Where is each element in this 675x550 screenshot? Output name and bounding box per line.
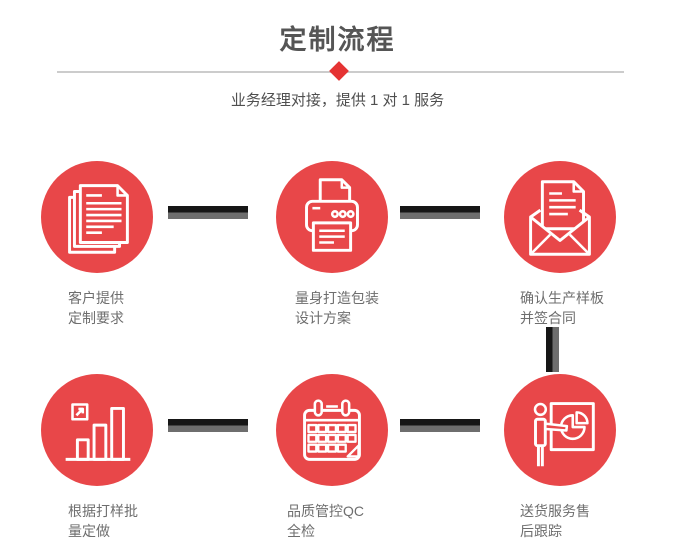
presentation-icon [533, 402, 595, 467]
page-title: 定制流程 [279, 25, 396, 55]
step-customer-requirements: 客户提供 定制要求 [41, 161, 201, 326]
documents-icon [68, 184, 129, 254]
step-label: 量身打造包装 设计方案 [295, 290, 379, 326]
connector-bar [168, 206, 248, 219]
step-label: 客户提供 定制要求 [68, 290, 124, 326]
envelope-icon [529, 180, 591, 256]
step-label: 品质管控QC 全检 [287, 503, 364, 539]
page-subtitle: 业务经理对接，提供 1 对 1 服务 [230, 92, 445, 109]
step-quality-control: 品质管控QC 全检 [276, 374, 436, 539]
step-label: 送货服务售 后跟踪 [520, 503, 590, 539]
step-circle [41, 161, 153, 273]
connector-bar [400, 419, 480, 432]
step-packaging-design: 量身打造包装 设计方案 [276, 161, 436, 326]
step-delivery-aftersales: 送货服务售 后跟踪 [504, 374, 664, 539]
step-batch-production: 根据打样批 量定做 [41, 374, 201, 539]
bar-chart-icon [65, 403, 131, 461]
diamond-marker [329, 61, 349, 81]
step-circle [276, 374, 388, 486]
step-circle [504, 161, 616, 273]
step-circle [276, 161, 388, 273]
connector-bar-vertical [546, 327, 559, 372]
step-circle [41, 374, 153, 486]
step-confirm-sample-contract: 确认生产样板 并签合同 [504, 161, 664, 326]
step-label: 根据打样批 量定做 [68, 503, 138, 539]
printer-icon [305, 178, 359, 252]
step-label: 确认生产样板 并签合同 [520, 290, 604, 326]
calendar-icon [303, 399, 361, 461]
step-circle [504, 374, 616, 486]
connector-bar [400, 206, 480, 219]
connector-bar [168, 419, 248, 432]
